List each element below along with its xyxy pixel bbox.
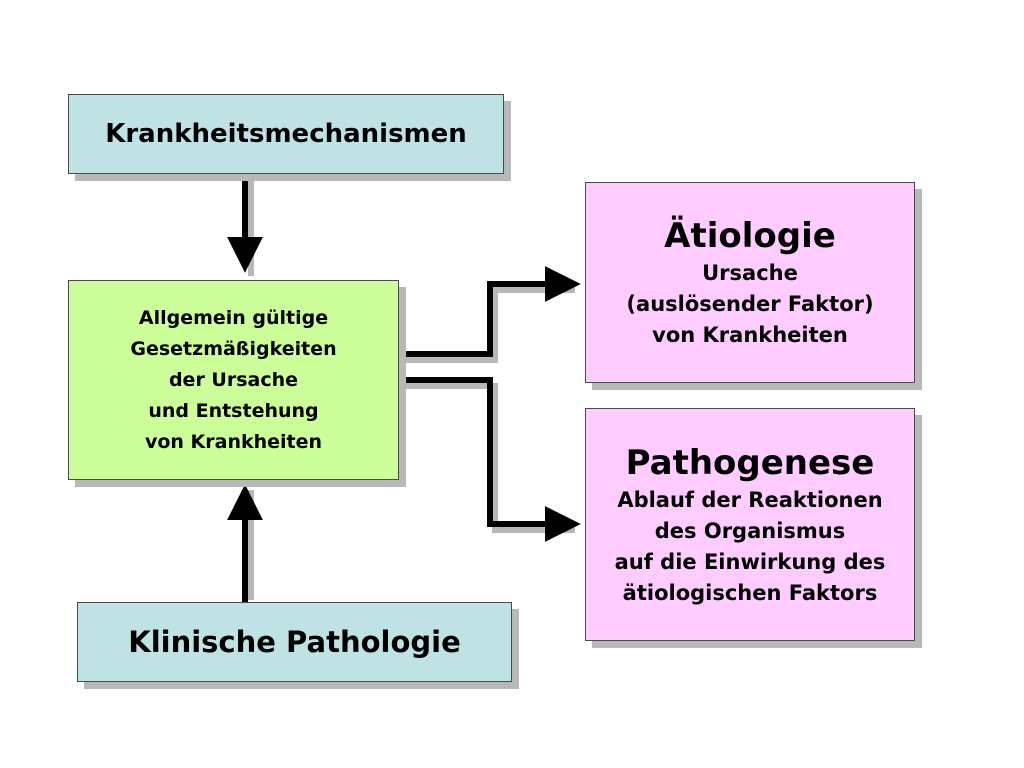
- general-line: von Krankheiten: [144, 430, 323, 453]
- pathogenesis-line: des Organismus: [654, 518, 846, 543]
- arrow-general-to-etiology: [399, 266, 581, 357]
- general-line: Allgemein gültige: [138, 306, 329, 329]
- pathogenesis-title: Pathogenese: [625, 442, 875, 483]
- etiology-title: Ätiologie: [664, 216, 836, 256]
- pathogenesis-line: auf die Einwirkung des: [614, 549, 886, 574]
- clinical-pathology-box: Klinische Pathologie: [77, 602, 512, 682]
- general-line: der Ursache: [168, 368, 299, 391]
- etiology-line: Ursache: [702, 261, 798, 285]
- general-laws-box: Allgemein gültige Gesetzmäßigkeiten der …: [68, 280, 399, 480]
- general-line: Gesetzmäßigkeiten: [130, 337, 337, 360]
- pathogenesis-line: Ablauf der Reaktionen: [617, 487, 883, 512]
- etiology-box: Ätiologie Ursache (auslösender Faktor) v…: [585, 182, 915, 383]
- mechanisms-label: Krankheitsmechanismen: [105, 119, 467, 149]
- etiology-line: von Krankheiten: [652, 323, 848, 347]
- etiology-line: (auslösender Faktor): [626, 292, 874, 316]
- clinical-pathology-label: Klinische Pathologie: [128, 625, 461, 659]
- pathogenesis-box: Pathogenese Ablauf der Reaktionen des Or…: [585, 408, 915, 641]
- general-line: und Entstehung: [148, 399, 319, 422]
- pathogenesis-line: ätiologischen Faktors: [622, 580, 878, 605]
- arrow-general-to-pathogenesis: [399, 377, 581, 542]
- mechanisms-box: Krankheitsmechanismen: [68, 94, 504, 174]
